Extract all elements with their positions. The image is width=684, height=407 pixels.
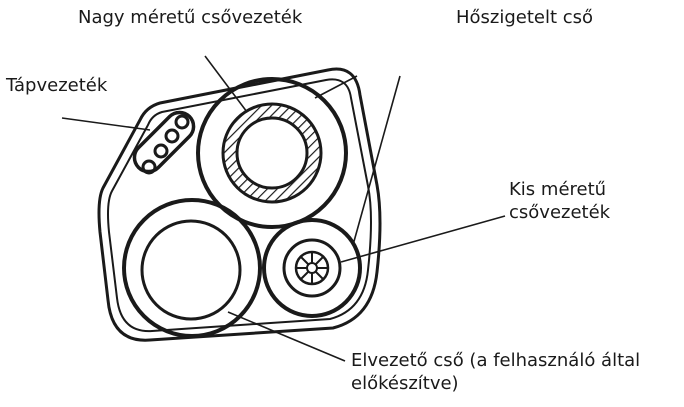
label-insulated-pipe: Hőszigetelt cső [456, 7, 594, 28]
leader-small-pipe [340, 215, 506, 263]
conductor [153, 143, 169, 159]
leader-power [61, 117, 151, 131]
leader-insulated-2 [352, 75, 401, 246]
label-small-pipe-line1: Kis méretű [509, 179, 607, 200]
small-pipe [262, 218, 362, 318]
outer-wrap [97, 67, 382, 342]
power-cable [132, 110, 196, 175]
label-drain-pipe-line1: Elvezető cső (a felhasználó által [351, 350, 641, 371]
label-power-cable: Tápvezeték [6, 75, 108, 96]
leader-large-pipe [204, 55, 248, 113]
label-small-pipe-line2: csővezeték [509, 202, 611, 223]
outer-wrap-inner [107, 78, 372, 333]
leader-insulated-1 [314, 75, 358, 99]
label-small-pipe: Kis méretű csővezeték [509, 178, 610, 224]
drain-pipe [122, 198, 262, 338]
conductor [141, 159, 157, 175]
label-drain-pipe: Elvezető cső (a felhasználó által előkés… [351, 349, 640, 395]
conductor [174, 114, 190, 130]
leader-drain-pipe [227, 311, 346, 362]
large-pipe [196, 77, 348, 229]
label-drain-pipe-line2: előkészítve) [351, 373, 459, 394]
label-large-pipe: Nagy méretű csővezeték [78, 7, 303, 28]
conductor [164, 128, 180, 144]
